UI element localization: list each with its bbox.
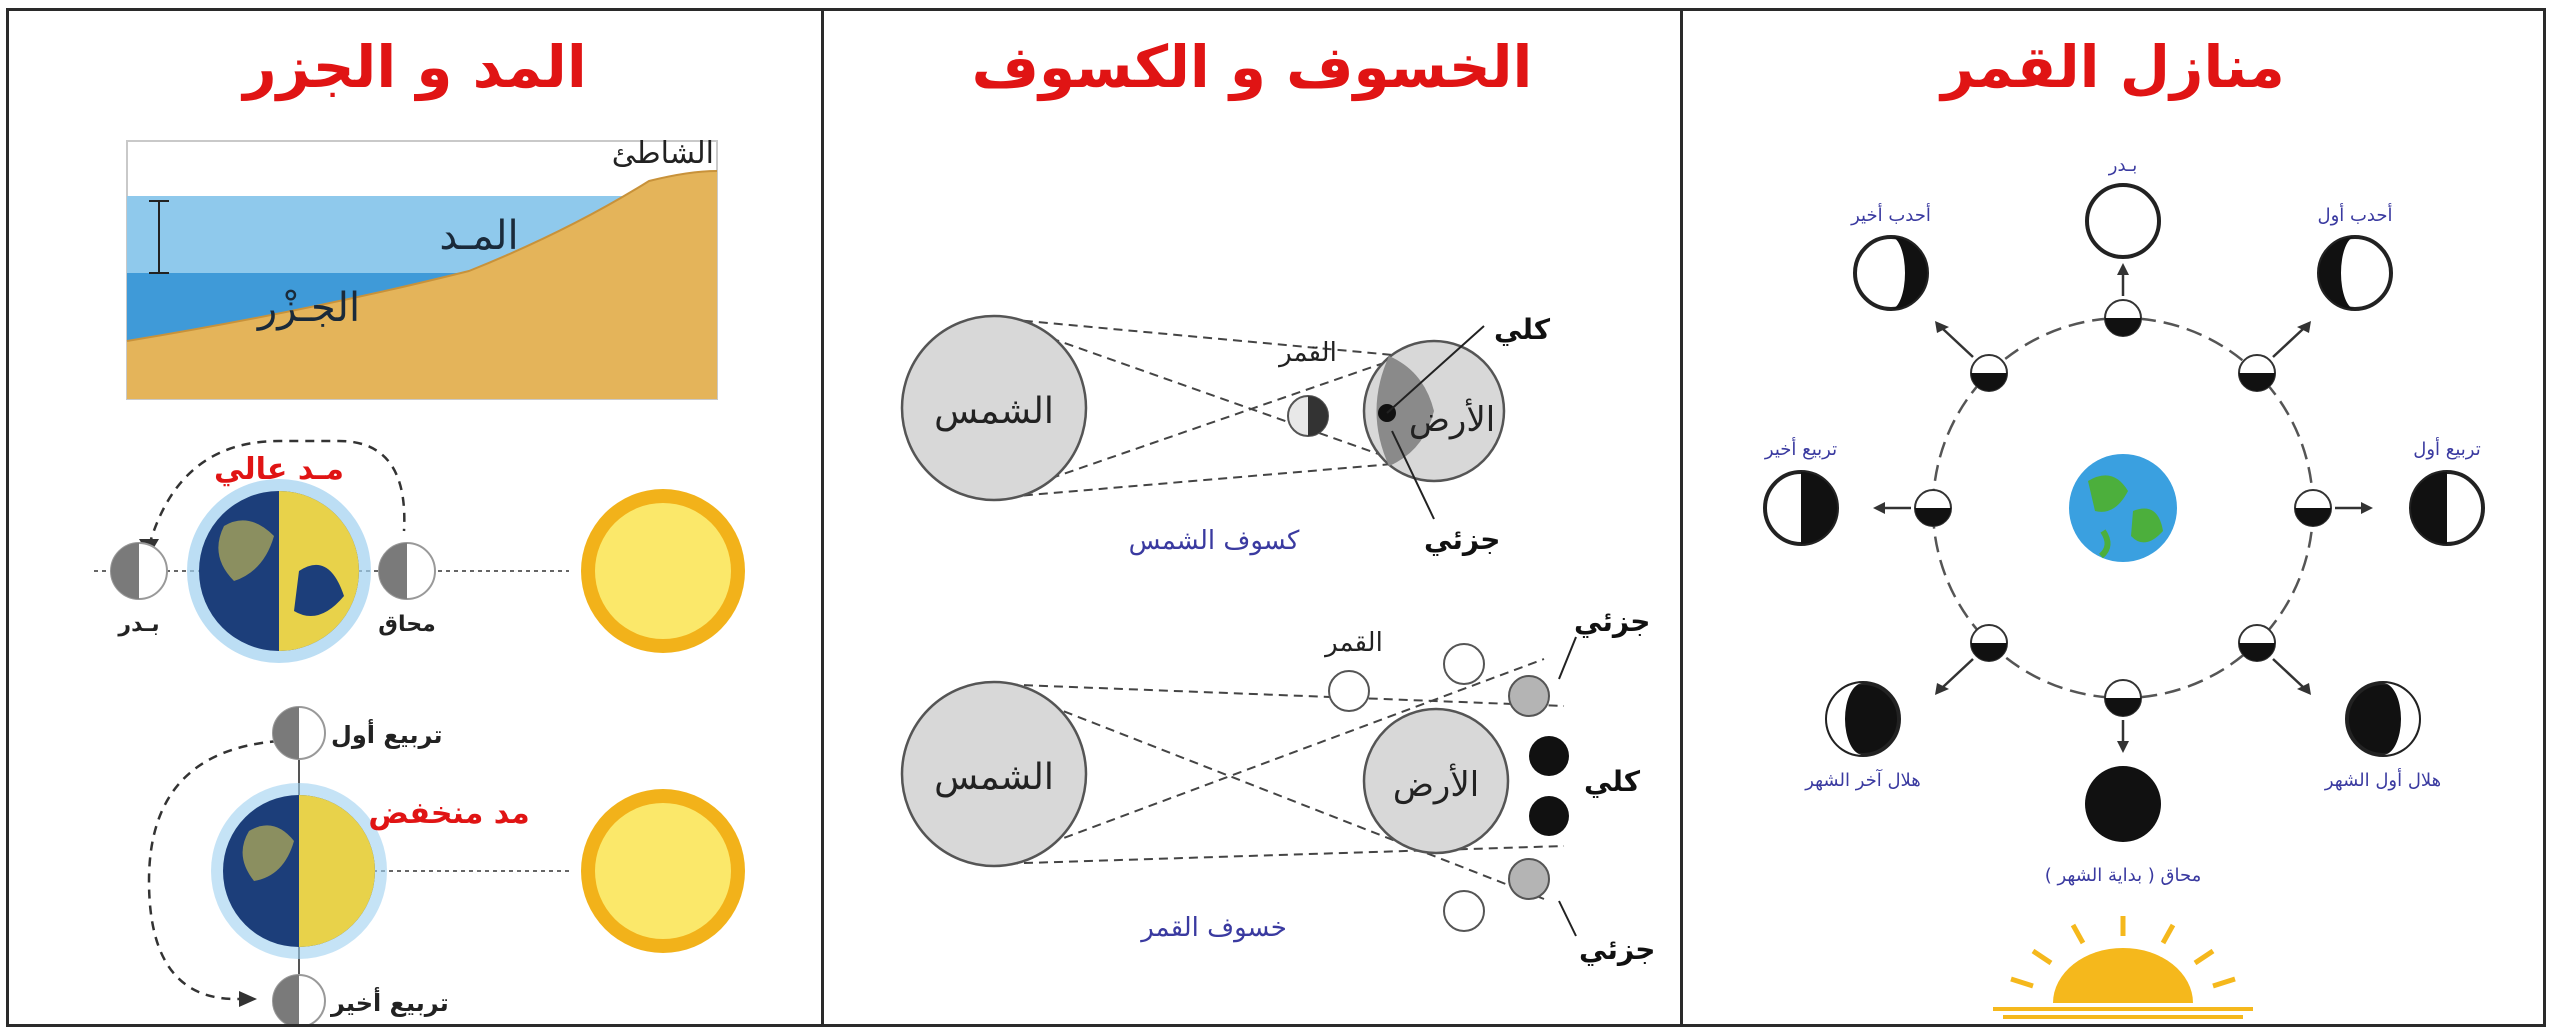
earth-icon xyxy=(1362,325,1506,520)
orbit-moon-icon xyxy=(2238,624,2276,662)
moon-label-2: القمر xyxy=(1323,628,1383,658)
lunar-eclipse-caption: خسوف القمر xyxy=(1139,913,1287,943)
last-quarter-label: تربيع أخير xyxy=(1764,437,1837,460)
waxing-gibbous-icon xyxy=(2317,235,2393,311)
moon-icon xyxy=(1508,858,1550,900)
orbit-moon-icon xyxy=(2104,679,2142,717)
earth-icon xyxy=(1362,707,1510,855)
sun-icon xyxy=(900,314,1088,502)
low-tide-caption: مد منخفض xyxy=(368,796,529,831)
moon-icon xyxy=(1529,736,1569,776)
first-quarter-label: تربيع أول xyxy=(2413,437,2480,460)
moon-icon xyxy=(1443,643,1485,685)
moon-label-1: القمر xyxy=(1277,338,1337,368)
earth-icon xyxy=(211,783,387,959)
waning-gibbous-label: أحدب أخير xyxy=(1850,203,1931,226)
tides-panel: المد و الجزر الشاطئ المـد الجـزْر xyxy=(6,8,824,1027)
solar-eclipse-diagram: الشمس القمر الأرض كلي جزئي كسوف الشمس xyxy=(900,313,1551,556)
waxing-crescent-icon xyxy=(2345,681,2421,757)
orbit-moon-icon xyxy=(2238,354,2276,392)
last-quarter-moon-icon xyxy=(272,974,326,1024)
total-label-1: كلي xyxy=(1494,313,1551,346)
waning-crescent-icon xyxy=(1825,681,1901,757)
partial-label-2b: جزئي xyxy=(1579,933,1655,966)
tides-illustration: الشاطئ المـد الجـزْر xyxy=(94,136,745,1024)
new-moon-phase-icon xyxy=(2085,766,2161,842)
first-quarter-label: تربيع أول xyxy=(331,719,442,749)
high-tide-caption: مـد عالي xyxy=(214,452,344,487)
sun-label-2: الشمس xyxy=(934,757,1054,798)
high-tide-diagram: مـد عالي بـدر محاق xyxy=(94,439,745,663)
earth-icon xyxy=(187,479,371,663)
first-quarter-moon-icon xyxy=(272,706,326,760)
orbit-moon-icon xyxy=(1970,624,2008,662)
low-tide-label: الجـزْر xyxy=(256,285,360,331)
new-moon-label: محاق xyxy=(378,612,435,637)
orbit-moon-icon xyxy=(1970,354,2008,392)
full-moon-icon xyxy=(110,542,168,600)
total-label-2: كلي xyxy=(1584,765,1641,798)
waxing-crescent-label: هلال أول الشهر xyxy=(2324,768,2441,791)
earth-icon xyxy=(2069,454,2177,562)
low-tide-diagram: مد منخفض تربيع أول تربيع أخير xyxy=(147,706,745,1024)
moon-phases-title: منازل القمر xyxy=(1941,33,2285,101)
partial-label-2a: جزئي xyxy=(1574,605,1650,638)
last-quarter-icon xyxy=(1763,470,1839,546)
full-moon-label: بـدر xyxy=(117,612,159,637)
lunar-eclipse-diagram: الشمس القمر الأرض جزئي كلي جزئي خسوف الق… xyxy=(900,605,1655,966)
tides-title: المد و الجزر xyxy=(243,33,587,101)
new-moon-label: محاق ( بداية الشهر ) xyxy=(2045,865,2202,886)
orbit-moon-icon xyxy=(2104,299,2142,337)
sun-icon xyxy=(581,489,745,653)
sunrise-icon xyxy=(1993,916,2253,1019)
eclipses-title: الخسوف و الكسوف xyxy=(971,33,1533,101)
earth-label-1: الأرض xyxy=(1409,398,1495,440)
full-moon-phase-icon xyxy=(2085,183,2161,259)
beach-label: الشاطئ xyxy=(612,136,714,171)
solar-eclipse-caption: كسوف الشمس xyxy=(1129,526,1300,556)
orbit-moons xyxy=(1914,299,2332,717)
sun-label-1: الشمس xyxy=(934,391,1054,432)
first-quarter-icon xyxy=(2409,470,2485,546)
phase-arrows xyxy=(1883,273,2363,743)
moon-phases-panel: منازل القمر xyxy=(1680,8,2546,1027)
orbit-moon-icon xyxy=(1914,489,1952,527)
sun-icon xyxy=(581,789,745,953)
sun-icon xyxy=(900,680,1088,868)
high-tide-label: المـد xyxy=(439,213,518,259)
eclipses-panel: الخسوف و الكسوف xyxy=(821,8,1683,1027)
earth-label-2: الأرض xyxy=(1393,763,1479,805)
moon-icon xyxy=(1508,675,1550,717)
waning-crescent-label: هلال آخر الشهر xyxy=(1804,768,1921,791)
last-quarter-label: تربيع أخير xyxy=(330,987,449,1017)
full-moon-label: بـدر xyxy=(2108,155,2137,176)
new-moon-icon xyxy=(378,542,436,600)
eclipses-illustration: الشمس القمر الأرض كلي جزئي كسوف الشمس xyxy=(900,313,1655,966)
beach-cross-section: الشاطئ المـد الجـزْر xyxy=(126,136,718,400)
moon-icon xyxy=(1328,670,1370,712)
orbit-moon-icon xyxy=(2294,489,2332,527)
moon-icon xyxy=(1443,890,1485,932)
moon-phases-illustration: بـدر أحدب أول أحدب أخير تربيع أول تربيع … xyxy=(1763,155,2485,1019)
moon-icon xyxy=(1287,395,1329,437)
waning-gibbous-icon xyxy=(1853,235,1929,311)
waxing-gibbous-label: أحدب أول xyxy=(2317,203,2392,226)
partial-label-1: جزئي xyxy=(1424,523,1500,556)
moon-icon xyxy=(1529,796,1569,836)
